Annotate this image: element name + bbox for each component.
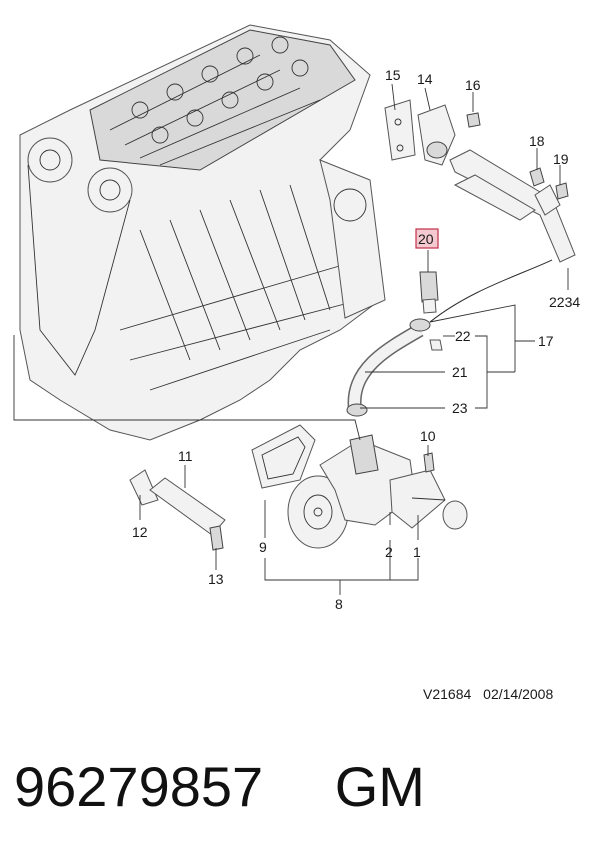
temperature-sensor (419, 271, 439, 314)
callout-19: 19 (553, 151, 569, 167)
water-pump (251, 424, 468, 549)
callout-9: 9 (259, 539, 267, 555)
callout-10: 10 (420, 428, 436, 444)
brand-name: GM (334, 755, 425, 818)
callout-21: 21 (452, 364, 468, 380)
part-number: 96279857 (14, 755, 264, 818)
drawing-code: V21684 (423, 686, 472, 702)
callout-16: 16 (465, 77, 481, 93)
engine-cooling-parts-diagram: 15 14 16 18 19 20 2234 22 17 21 23 10 11… (13, 24, 580, 612)
callout-8: 8 (335, 596, 343, 612)
callout-23: 23 (452, 400, 468, 416)
callout-14: 14 (417, 71, 433, 87)
thermostat-housing (384, 99, 481, 166)
part-footer: 96279857 GM (14, 752, 425, 822)
callout-2: 2 (385, 544, 393, 560)
callout-17: 17 (538, 333, 554, 349)
callout-11: 11 (178, 448, 193, 464)
leader-lines (13, 83, 569, 595)
callout-15: 15 (385, 67, 401, 83)
engine-block (19, 24, 386, 441)
callout-18: 18 (529, 133, 545, 149)
highlight-box (415, 228, 439, 249)
coolant-inlet-pipe (129, 469, 226, 551)
callout-2234: 2234 (549, 294, 580, 310)
drawing-reference: V21684 02/14/2008 (423, 686, 553, 702)
callout-13: 13 (208, 571, 224, 587)
drawing-date: 02/14/2008 (483, 686, 554, 702)
coolant-hose (346, 318, 443, 417)
callout-12: 12 (132, 524, 148, 540)
callout-22: 22 (455, 328, 471, 344)
callout-numbers: 15 14 16 18 19 20 2234 22 17 21 23 10 11… (132, 67, 580, 612)
callout-1: 1 (413, 544, 421, 560)
callout-20: 20 (418, 231, 434, 247)
